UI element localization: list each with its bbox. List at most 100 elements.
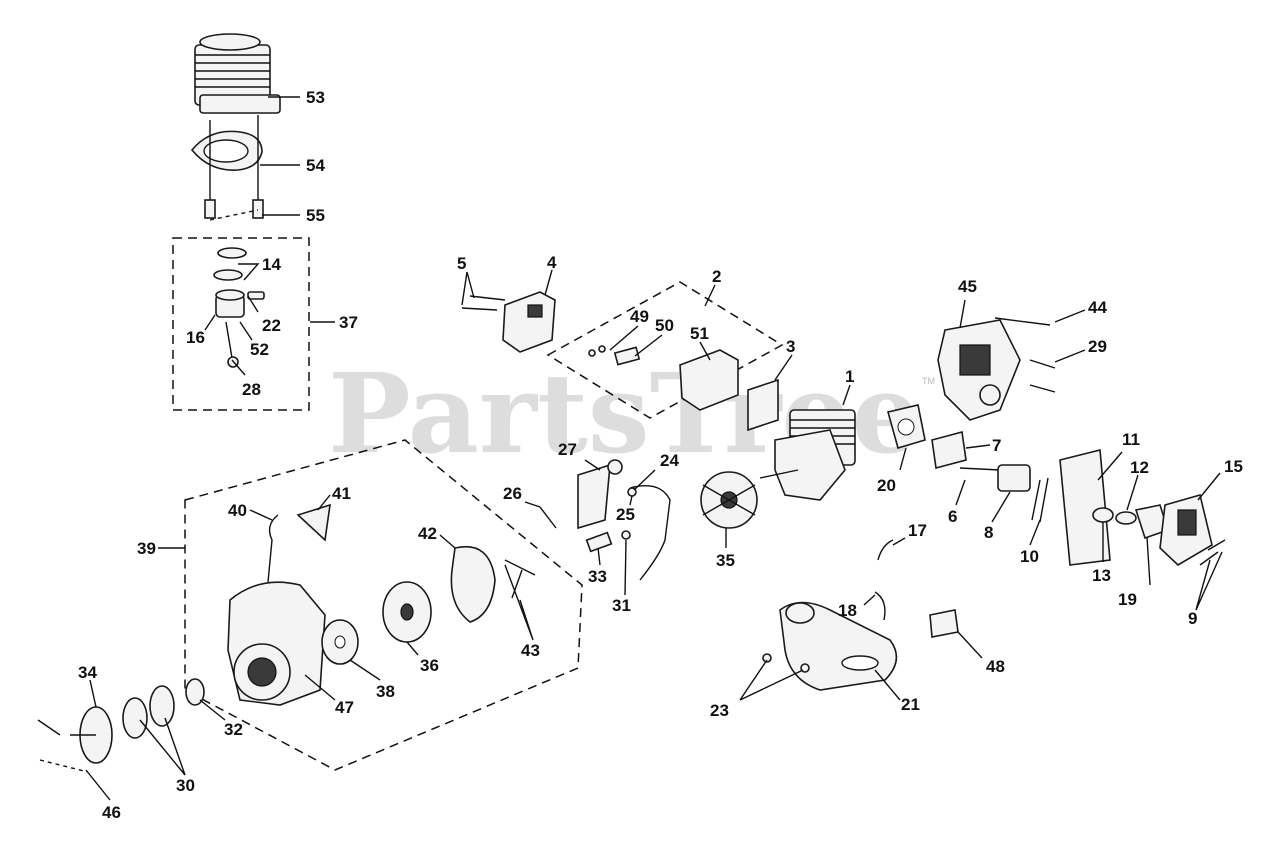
air-box-plate-part[interactable]: [1059, 448, 1111, 566]
filter-gasket-part[interactable]: [1115, 511, 1137, 525]
clutch-screws-part[interactable]: [37, 719, 89, 773]
clutch-shoes-part[interactable]: [122, 685, 175, 739]
piston-kit-group-box: [172, 237, 310, 411]
callout-8: 8: [984, 523, 993, 542]
callout-29: 29: [1088, 337, 1107, 356]
callout-16: 16: [186, 328, 205, 347]
callout-6: 6: [948, 507, 957, 526]
callout-11: 11: [1122, 430, 1140, 449]
callout-20: 20: [877, 476, 896, 495]
callout-9: 9: [1188, 609, 1197, 628]
watermark-trademark: TM: [922, 376, 935, 386]
callout-43: 43: [521, 641, 540, 660]
fuel-line-part[interactable]: [877, 539, 894, 561]
starter-housing-part[interactable]: [227, 581, 326, 706]
callout-15: 15: [1224, 457, 1243, 476]
callout-47: 47: [335, 698, 354, 717]
callout-40: 40: [228, 501, 247, 520]
callout-27: 27: [558, 440, 577, 459]
callout-28: 28: [242, 380, 261, 399]
callout-18: 18: [838, 601, 857, 620]
engine-block-part[interactable]: [759, 409, 856, 501]
wrist-pin-part[interactable]: [247, 291, 265, 300]
callout-3: 3: [786, 337, 795, 356]
callout-49: 49: [630, 307, 649, 326]
carb-screws-part[interactable]: [959, 467, 1001, 471]
callout-labels: 53 54 55 14 22 16 52 28 37 5 4 2 49 50 5…: [78, 88, 1243, 822]
filter-element-part[interactable]: [1092, 507, 1114, 523]
callout-21: 21: [901, 695, 920, 714]
piston-part[interactable]: [215, 289, 245, 318]
carb-gasket-part[interactable]: [931, 430, 967, 470]
callout-53: 53: [306, 88, 325, 107]
callout-50: 50: [655, 316, 674, 335]
callout-37: 37: [339, 313, 358, 332]
callout-19: 19: [1118, 590, 1137, 609]
ignition-module-part[interactable]: [577, 459, 623, 530]
recoil-spring-cover-part[interactable]: [450, 546, 496, 623]
cylinder-gasket-part[interactable]: [190, 130, 263, 171]
callout-51: 51: [690, 324, 709, 343]
spark-plug-wire-part[interactable]: [629, 485, 671, 581]
air-filter-cover-part[interactable]: [502, 291, 556, 353]
callout-25: 25: [616, 505, 635, 524]
ignition-screw-part[interactable]: [539, 506, 557, 529]
callout-2: 2: [712, 267, 721, 286]
callout-17: 17: [908, 521, 927, 540]
cover-screws-part[interactable]: [461, 295, 506, 311]
callout-30: 30: [176, 776, 195, 795]
intake-gasket-part[interactable]: [887, 404, 926, 449]
carb-filter-part[interactable]: [679, 349, 739, 411]
callout-42: 42: [418, 524, 437, 543]
spacer-part[interactable]: [585, 531, 613, 553]
housing-screws-29-part[interactable]: [1029, 359, 1056, 393]
starter-screws-part[interactable]: [504, 559, 536, 599]
housing-screw-44-part[interactable]: [994, 317, 1051, 326]
starter-handle-part[interactable]: [296, 503, 331, 542]
carb-small-screw-part[interactable]: [588, 345, 606, 357]
callout-4: 4: [547, 253, 557, 272]
callout-24: 24: [660, 451, 679, 470]
starter-pulley-part[interactable]: [382, 581, 432, 643]
engine-housing-part[interactable]: [937, 319, 1021, 421]
callout-22: 22: [262, 316, 281, 335]
callout-39: 39: [137, 539, 156, 558]
callout-45: 45: [958, 277, 977, 296]
callout-14: 14: [262, 255, 281, 274]
callout-34: 34: [78, 663, 97, 682]
flywheel-part[interactable]: [700, 471, 758, 529]
carb-studs-part[interactable]: [1031, 477, 1049, 523]
callout-54: 54: [306, 156, 325, 175]
callout-1: 1: [845, 367, 854, 386]
clutch-washer-part[interactable]: [185, 678, 205, 706]
callout-23: 23: [710, 701, 729, 720]
callout-36: 36: [420, 656, 439, 675]
clutch-drum-part[interactable]: [70, 706, 113, 764]
callout-41: 41: [332, 484, 351, 503]
callout-13: 13: [1092, 566, 1111, 585]
callout-5: 5: [457, 254, 466, 273]
piston-rings-part[interactable]: [213, 247, 247, 281]
carburetor-part[interactable]: [997, 464, 1031, 492]
starter-assembly-group-box: [184, 439, 583, 771]
air-filter-base-part[interactable]: [747, 378, 779, 432]
rope-guide-part[interactable]: [267, 514, 279, 583]
callout-38: 38: [376, 682, 395, 701]
callout-48: 48: [986, 657, 1005, 676]
muffler-screws-part[interactable]: [762, 653, 810, 673]
callout-33: 33: [588, 567, 607, 586]
callout-31: 31: [612, 596, 631, 615]
callout-55: 55: [306, 206, 325, 225]
callout-10: 10: [1020, 547, 1039, 566]
cylinder-part[interactable]: [194, 33, 281, 114]
primer-line-part[interactable]: [874, 591, 886, 621]
callout-44: 44: [1088, 298, 1107, 317]
spark-plug-part[interactable]: [621, 530, 631, 540]
starter-washer-part[interactable]: [321, 619, 359, 665]
heat-shield-part[interactable]: [929, 609, 959, 638]
cylinder-screws-part[interactable]: [204, 115, 264, 221]
air-filter-cover-15-part[interactable]: [1159, 494, 1213, 566]
callout-32: 32: [224, 720, 243, 739]
cover-screws-9-part[interactable]: [1199, 539, 1226, 566]
